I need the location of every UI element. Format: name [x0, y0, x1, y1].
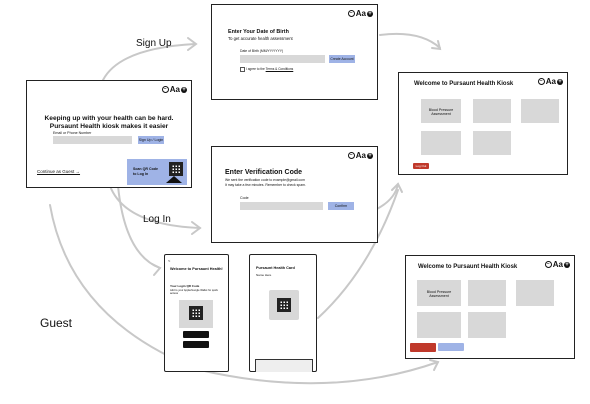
tile-5[interactable] — [468, 312, 506, 338]
dob-subtitle: To get accurate health assessment — [228, 36, 293, 41]
continue-as-guest-link[interactable]: Continue as Guest → — [37, 169, 81, 174]
minus-icon[interactable]: − — [347, 152, 355, 159]
dob-field-label: Date of Birth (MM/YY/YYYY) — [240, 49, 284, 53]
font-size-toggle[interactable]: − Aa + — [537, 77, 563, 86]
tile-blood-pressure[interactable]: Blood Pressure Assessment — [421, 99, 461, 123]
font-toggle-label: Aa — [355, 151, 366, 160]
verification-screen: − Aa + Enter Verification Code We sent t… — [211, 146, 378, 243]
font-toggle-label: Aa — [169, 85, 180, 94]
terms-checkbox[interactable] — [240, 67, 245, 72]
phone-screen: < Welcome to Pursaunt Health! Your Login… — [164, 254, 229, 372]
qr-code-icon — [169, 162, 183, 176]
phone-subtitle: Your Login QR Code — [170, 284, 200, 288]
plus-icon[interactable]: + — [557, 78, 563, 85]
code-input[interactable] — [240, 202, 323, 210]
qr-login-panel[interactable]: Scan QR Code to Log In — [127, 159, 187, 185]
code-field-label: Code — [240, 196, 249, 200]
tile-4[interactable] — [417, 312, 461, 338]
plus-icon[interactable]: + — [367, 152, 373, 159]
confirm-button[interactable]: Confirm — [328, 202, 354, 210]
tile-blood-pressure[interactable]: Blood Pressure Assessment — [417, 280, 461, 306]
qr-label-line1: Scan QR Code — [133, 167, 158, 171]
arrow-card-to-kiosk — [317, 189, 399, 319]
font-size-toggle[interactable]: − Aa + — [347, 151, 373, 160]
font-size-toggle[interactable]: − Aa + — [161, 85, 187, 94]
email-phone-input[interactable] — [53, 136, 132, 144]
label-guest: Guest — [40, 316, 73, 330]
card-qr-panel — [269, 290, 299, 320]
arrow-dob-to-kiosk — [379, 32, 441, 49]
health-card-screen: Pursaunt Health Card Name Here — [249, 254, 317, 372]
plus-icon[interactable]: + — [564, 261, 570, 268]
verify-line2: It may take a few minutes. Remember to c… — [225, 183, 306, 187]
arrow-landing-to-dob-head — [187, 37, 198, 51]
arrow-landing-to-phone — [117, 185, 161, 269]
phone-title: Welcome to Pursaunt Health! — [170, 267, 223, 271]
arrow-guest-to-kiosk-head — [429, 359, 440, 371]
guest-red-button[interactable] — [410, 343, 436, 352]
arrow-landing-to-verify — [109, 185, 201, 229]
minus-icon[interactable]: − — [544, 261, 552, 268]
dob-title: Enter Your Date of Birth — [228, 29, 289, 35]
dob-screen: − Aa + Enter Your Date of Birth To get a… — [211, 4, 378, 100]
headline-line2: Pursaunt Health kiosk makes it easier — [49, 123, 169, 130]
card-title: Pursaunt Health Card — [256, 266, 295, 270]
verify-line1: We sent the verification code to example… — [225, 178, 305, 182]
minus-icon[interactable]: − — [537, 78, 545, 85]
label-sign-up: Sign Up — [136, 38, 172, 49]
plus-icon[interactable]: + — [181, 86, 187, 93]
tile-5[interactable] — [473, 131, 511, 155]
dob-input[interactable] — [240, 55, 325, 63]
landing-screen: − Aa + Keeping up with your health can b… — [26, 80, 192, 188]
terms-prefix: I agree to the — [246, 67, 265, 71]
create-account-button[interactable]: Create Account — [329, 55, 355, 63]
card-reader — [255, 359, 313, 372]
font-toggle-label: Aa — [552, 260, 563, 269]
font-toggle-label: Aa — [355, 9, 366, 18]
minus-icon[interactable]: − — [161, 86, 169, 93]
phone-qr-card — [179, 300, 213, 328]
back-icon[interactable]: < — [168, 258, 171, 263]
tile-2[interactable] — [468, 280, 506, 306]
arrow-verify-to-kiosk — [374, 183, 399, 211]
tile-4[interactable] — [421, 131, 461, 155]
tile-3[interactable] — [521, 99, 559, 123]
font-size-toggle[interactable]: − Aa + — [347, 9, 373, 18]
kiosk-title: Welcome to Pursaunt Health Kiosk — [418, 264, 518, 270]
font-size-toggle[interactable]: − Aa + — [544, 260, 570, 269]
arrow-landing-to-dob — [102, 43, 196, 81]
logout-button[interactable]: Log Out — [413, 163, 429, 169]
verify-title: Enter Verification Code — [225, 169, 303, 176]
qr-code-icon — [189, 306, 203, 320]
guest-blue-button[interactable] — [438, 343, 464, 351]
terms-link[interactable]: Terms & Conditions — [265, 67, 294, 71]
kiosk-home-screen: − Aa + Welcome to Pursaunt Health Kiosk … — [398, 72, 568, 175]
phone-desc: Add to your Apple/Google Wallet for quic… — [170, 289, 218, 295]
kiosk-title: Welcome to Pursaunt Health Kiosk — [414, 81, 514, 87]
qr-label-line2: to Log In — [133, 172, 149, 176]
tile-2[interactable] — [473, 99, 511, 123]
headline-line1: Keeping up with your health can be hard. — [44, 115, 174, 122]
arrow-verify-to-kiosk-head — [391, 182, 403, 193]
tile-3[interactable] — [516, 280, 554, 306]
arrow-landing-to-phone-head — [151, 263, 162, 276]
apple-wallet-button[interactable] — [183, 331, 209, 338]
google-wallet-button[interactable] — [183, 341, 209, 348]
font-toggle-label: Aa — [545, 77, 556, 86]
qr-code-icon — [277, 298, 291, 312]
arrow-landing-to-verify-head — [191, 221, 202, 235]
card-name: Name Here — [256, 273, 272, 277]
minus-icon[interactable]: − — [347, 10, 355, 17]
arrow-dob-to-kiosk-head — [431, 40, 442, 51]
plus-icon[interactable]: + — [367, 10, 373, 17]
hand-scan-icon — [166, 176, 182, 183]
label-log-in: Log In — [143, 214, 171, 225]
signup-login-button[interactable]: Sign Up / Login — [138, 136, 164, 144]
terms-text: I agree to the Terms & Conditions — [246, 67, 293, 71]
kiosk-guest-screen: − Aa + Welcome to Pursaunt Health Kiosk … — [405, 255, 575, 359]
field-label: Email or Phone Number — [53, 131, 92, 135]
